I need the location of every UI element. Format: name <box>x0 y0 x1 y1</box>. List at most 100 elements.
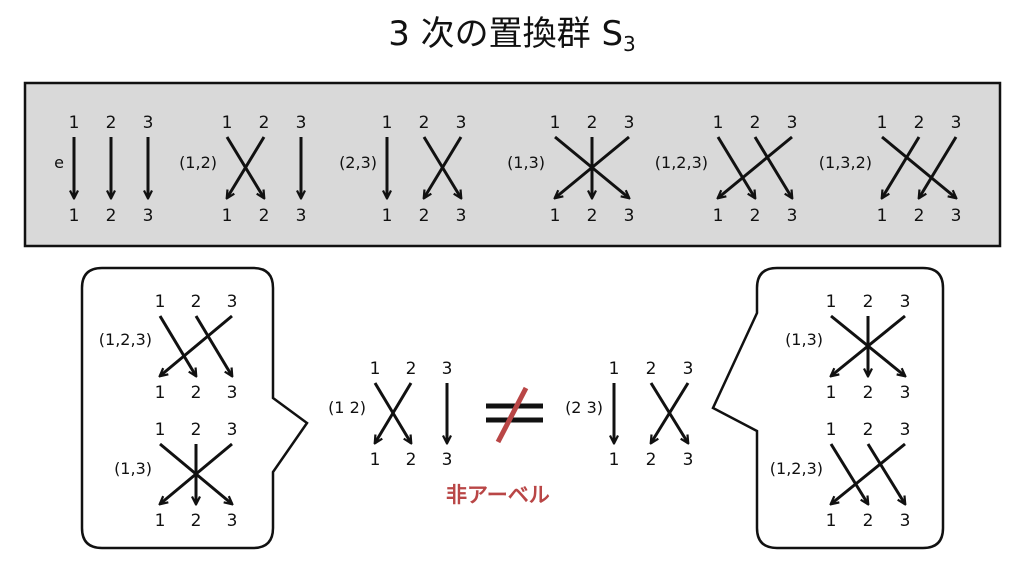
top-number: 3 <box>442 359 453 379</box>
top-number: 1 <box>826 292 837 312</box>
arrow <box>882 136 921 198</box>
top-number: 3 <box>227 420 238 440</box>
bottom-number: 3 <box>787 206 798 226</box>
arrow <box>160 314 233 376</box>
left-speech-bubble <box>80 266 309 550</box>
permutation-label: (1,3,2) <box>819 153 872 172</box>
top-number: 1 <box>155 420 166 440</box>
permutation-label: (1,3) <box>785 330 823 349</box>
bottom-number: 2 <box>863 383 874 403</box>
top-number: 1 <box>609 359 620 379</box>
bottom-number: 3 <box>143 206 154 226</box>
arrow <box>866 443 905 504</box>
top-number: 2 <box>863 420 874 440</box>
bottom-number: 3 <box>296 206 307 226</box>
top-number: 1 <box>877 113 888 133</box>
bottom-number: 1 <box>155 383 166 403</box>
top-number: 1 <box>382 113 393 133</box>
top-number: 1 <box>550 113 561 133</box>
arrow <box>160 442 233 504</box>
bottom-number: 3 <box>227 383 238 403</box>
arrow <box>555 135 630 198</box>
top-number: 2 <box>863 292 874 312</box>
bottom-number: 3 <box>951 206 962 226</box>
permutation-label: (2 3) <box>565 398 603 417</box>
bottom-number: 1 <box>382 206 393 226</box>
top-number: 2 <box>191 420 202 440</box>
arrow <box>718 135 793 198</box>
bottom-number: 2 <box>587 206 598 226</box>
bottom-number: 1 <box>609 450 620 470</box>
bottom-number: 2 <box>191 383 202 403</box>
top-number: 3 <box>296 113 307 133</box>
bottom-number: 2 <box>914 206 925 226</box>
arrow <box>829 443 868 504</box>
bottom-number: 1 <box>222 206 233 226</box>
top-number: 3 <box>951 113 962 133</box>
top-number: 1 <box>222 113 233 133</box>
title-main: 3 次の置換群 S <box>388 14 624 54</box>
bottom-number: 3 <box>227 511 238 531</box>
bottom-number: 2 <box>419 206 430 226</box>
bottom-number: 1 <box>877 206 888 226</box>
bottom-number: 2 <box>646 450 657 470</box>
arrow <box>375 382 413 443</box>
bottom-number: 3 <box>900 511 911 531</box>
bottom-number: 2 <box>259 206 270 226</box>
top-number: 2 <box>106 113 117 133</box>
permutation-label: (1,2,3) <box>770 459 823 478</box>
arrow <box>158 315 196 376</box>
arrow <box>194 315 232 376</box>
bottom-number: 2 <box>406 450 417 470</box>
bottom-number: 1 <box>713 206 724 226</box>
permutation-label: (1,2,3) <box>99 330 152 349</box>
bottom-number: 1 <box>826 383 837 403</box>
top-number: 1 <box>69 113 80 133</box>
non-abelian-label: 非アーベル <box>446 483 550 507</box>
permutation-label: e <box>54 153 64 172</box>
top-number: 2 <box>750 113 761 133</box>
bottom-number: 3 <box>442 450 453 470</box>
panel-permutation-1: (1,2) 1 1 2 2 3 3 <box>179 113 306 226</box>
top-number: 2 <box>587 113 598 133</box>
permutation-label: (1,2) <box>179 153 217 172</box>
right-speech-bubble <box>711 266 945 550</box>
top-number: 1 <box>155 292 166 312</box>
top-number: 2 <box>646 359 657 379</box>
top-number: 2 <box>914 113 925 133</box>
arrow <box>424 136 463 198</box>
bottom-number: 1 <box>155 511 166 531</box>
top-number: 3 <box>227 292 238 312</box>
bottom-number: 3 <box>683 450 694 470</box>
top-number: 3 <box>143 113 154 133</box>
bottom-number: 1 <box>370 450 381 470</box>
bottom-number: 1 <box>550 206 561 226</box>
bottom-number: 3 <box>624 206 635 226</box>
not-equal-sign <box>486 386 543 444</box>
permutation-label: (1 2) <box>328 398 366 417</box>
top-number: 2 <box>191 292 202 312</box>
permutation-label: (1,3) <box>114 459 152 478</box>
permutation-panel <box>23 81 1002 248</box>
page-title: 3 次の置換群 S3 <box>0 12 1024 66</box>
panel-permutation-5: (1,3,2) 1 1 2 2 3 3 <box>819 113 962 226</box>
permutation-label: (2,3) <box>339 153 377 172</box>
top-number: 2 <box>259 113 270 133</box>
top-number: 3 <box>900 292 911 312</box>
top-number: 3 <box>900 420 911 440</box>
top-number: 3 <box>456 113 467 133</box>
bottom-number: 2 <box>750 206 761 226</box>
permutation-label: (1,2,3) <box>655 153 708 172</box>
bottom-number: 3 <box>900 383 911 403</box>
bottom-number: 3 <box>456 206 467 226</box>
bottom-number: 2 <box>863 511 874 531</box>
